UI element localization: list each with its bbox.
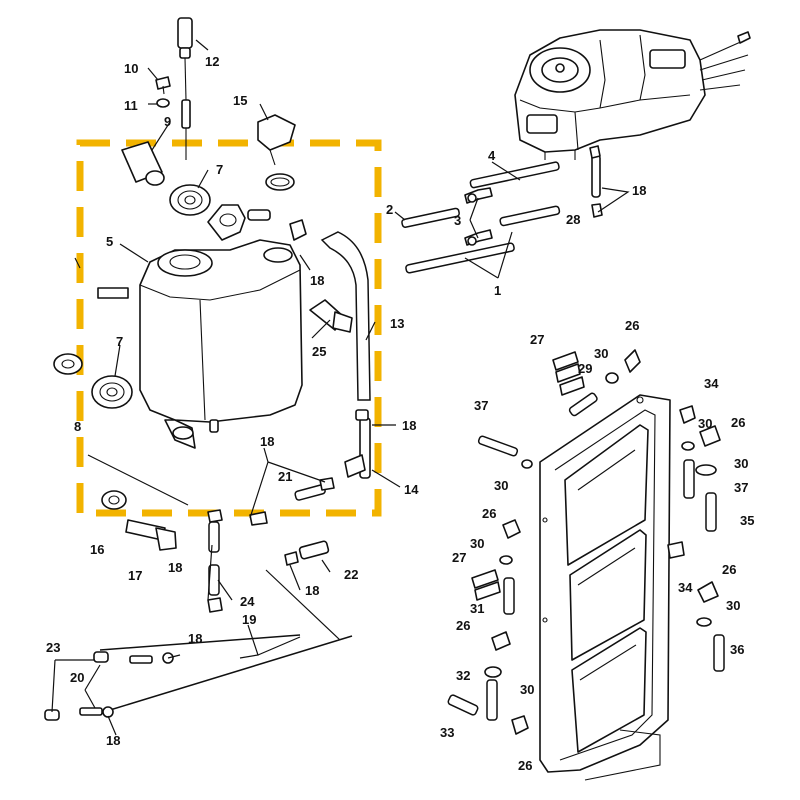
- callout-9: 9: [164, 114, 171, 129]
- callout-14: 14: [404, 482, 419, 497]
- callout-27-lower: 27: [452, 550, 466, 565]
- callout-18-lower: 18: [305, 583, 319, 598]
- callout-26-b: 26: [731, 415, 745, 430]
- callout-26-d: 26: [722, 562, 736, 577]
- callout-16: 16: [90, 542, 104, 557]
- part-22-fitting: [284, 540, 330, 566]
- callout-18-mid: 18: [260, 434, 274, 449]
- callout-30-b: 30: [698, 416, 712, 431]
- callout-26-e: 26: [456, 618, 470, 633]
- part-8-fitting: [53, 353, 83, 375]
- callout-3: 3: [454, 213, 461, 228]
- callout-25: 25: [312, 344, 326, 359]
- callout-5: 5: [106, 234, 113, 249]
- part-12-sensor: [177, 17, 193, 160]
- part-14-tee-fitting: [344, 409, 371, 479]
- callout-28: 28: [566, 212, 580, 227]
- callout-36: 36: [730, 642, 744, 657]
- callout-1: 1: [494, 283, 501, 298]
- callout-34-upper: 34: [704, 376, 719, 391]
- callout-18-bottom: 18: [106, 733, 120, 748]
- callout-37-lower: 37: [734, 480, 748, 495]
- callout-26-c: 26: [482, 506, 496, 521]
- callout-31: 31: [470, 601, 484, 616]
- callout-8: 8: [74, 419, 81, 434]
- callout-32: 32: [456, 668, 470, 683]
- callout-33: 33: [440, 725, 454, 740]
- callout-30-d: 30: [494, 478, 508, 493]
- callout-11: 11: [124, 98, 138, 113]
- part-25-bolt: [309, 299, 353, 333]
- part-24-hose: [207, 509, 223, 613]
- callout-7-lower: 7: [116, 334, 123, 349]
- callout-15: 15: [233, 93, 247, 108]
- part-13-hose: [320, 231, 371, 401]
- callout-30-g: 30: [520, 682, 534, 697]
- callout-4: 4: [488, 148, 496, 163]
- highlight-box: [76, 139, 382, 517]
- callout-18-tank: 18: [310, 273, 324, 288]
- part-7-grommet-upper: [169, 184, 211, 216]
- part-19-fuel-line: [44, 634, 353, 721]
- callout-7-upper: 7: [216, 162, 223, 177]
- part-17-bolt: [125, 519, 177, 551]
- callout-2: 2: [386, 202, 393, 217]
- part-15-sensor: [257, 114, 296, 191]
- callout-18-line: 18: [188, 631, 202, 646]
- callout-34-lower: 34: [678, 580, 693, 595]
- part-16-washer: [101, 490, 127, 510]
- hoses-and-fittings-right: [401, 145, 603, 274]
- callout-23: 23: [46, 640, 60, 655]
- callout-19: 19: [242, 612, 256, 627]
- callout-10: 10: [124, 61, 138, 76]
- tank-mount-eye: [207, 204, 271, 241]
- callout-30-c: 30: [734, 456, 748, 471]
- callout-30-f: 30: [726, 598, 740, 613]
- adaptor-plate: [539, 394, 671, 781]
- callout-26-f: 26: [518, 758, 532, 773]
- fuel-reservoir-tank: [139, 239, 303, 449]
- part-21-hose: [249, 477, 335, 526]
- label-plate: [97, 287, 129, 299]
- callout-26-a: 26: [625, 318, 639, 333]
- callout-13: 13: [390, 316, 404, 331]
- callout-17: 17: [128, 568, 142, 583]
- part-7-grommet-lower: [91, 375, 133, 409]
- callout-18-pump: 18: [632, 183, 646, 198]
- part-18-clamp-upper: [289, 219, 307, 241]
- callout-35: 35: [740, 513, 754, 528]
- callouts: 12 10 11 9 15 7 5 18 13 25 7 8 18 14 18 …: [46, 54, 754, 773]
- callout-22: 22: [344, 567, 358, 582]
- callout-30-e: 30: [470, 536, 484, 551]
- part-11-washer: [156, 98, 170, 108]
- callout-18-left: 18: [168, 560, 182, 575]
- callout-18-tee: 18: [402, 418, 416, 433]
- leader-lines: [51, 39, 630, 736]
- part-9-plug: [121, 141, 165, 186]
- right-small-fittings: [447, 349, 725, 735]
- part-10-screw: [155, 76, 171, 95]
- callout-20: 20: [70, 670, 84, 685]
- callout-12: 12: [205, 54, 219, 69]
- callout-37-upper: 37: [474, 398, 488, 413]
- callout-29: 29: [578, 361, 592, 376]
- callout-21: 21: [278, 469, 292, 484]
- fuel-pump-assembly: [514, 29, 751, 160]
- callout-27-upper: 27: [530, 332, 544, 347]
- callout-30-a: 30: [594, 346, 608, 361]
- callout-24: 24: [240, 594, 255, 609]
